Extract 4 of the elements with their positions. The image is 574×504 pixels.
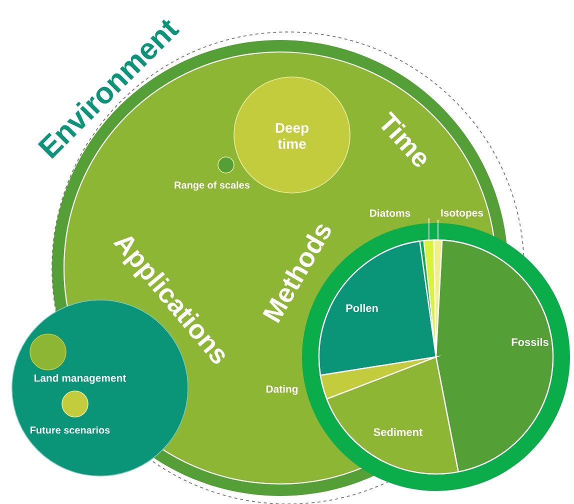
leader-line — [428, 218, 430, 240]
pie-slice: Fossils — [435, 240, 554, 472]
slice-label: Diatoms — [370, 209, 410, 217]
slice-label: Isotopes — [441, 209, 484, 219]
